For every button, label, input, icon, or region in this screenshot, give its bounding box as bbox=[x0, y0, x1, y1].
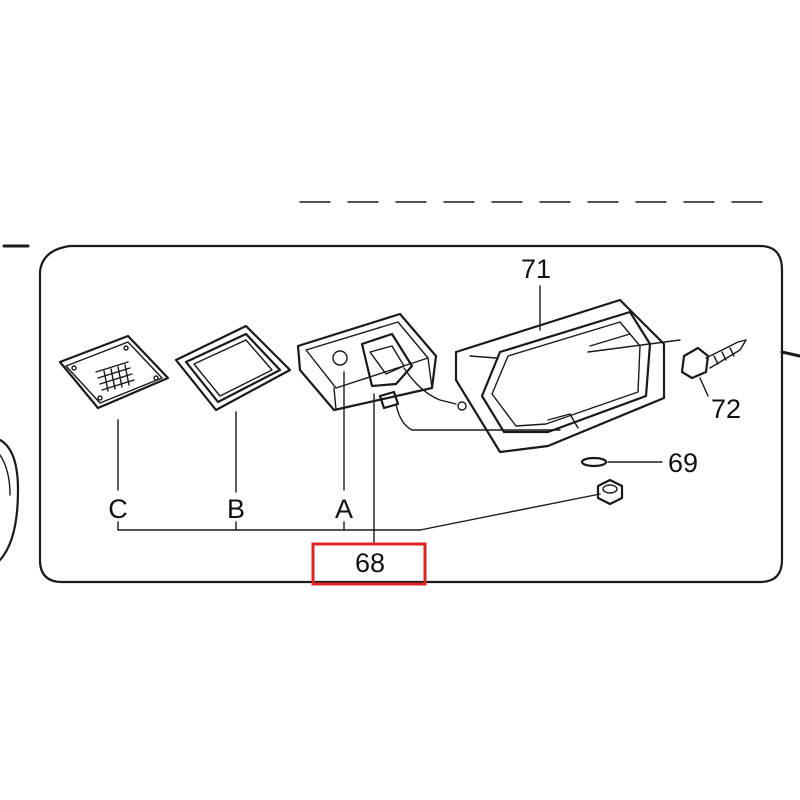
part-69-washer bbox=[580, 456, 663, 468]
screw-head bbox=[680, 346, 710, 380]
diagram-frame bbox=[2, 201, 800, 584]
part-71-housing bbox=[454, 285, 681, 454]
callout-a: A bbox=[335, 494, 353, 524]
callout-b: B bbox=[227, 494, 245, 524]
mounting-hole bbox=[332, 350, 348, 366]
callout-71: 71 bbox=[521, 254, 551, 284]
lamp-socket bbox=[360, 332, 414, 388]
part-68-lamp-assembly bbox=[296, 312, 561, 545]
callout-68: 68 bbox=[355, 548, 385, 578]
callout-72: 72 bbox=[711, 394, 741, 424]
callout-bus bbox=[117, 493, 601, 531]
part-c-lens bbox=[58, 334, 170, 491]
screw-shank bbox=[705, 339, 747, 369]
connector bbox=[378, 390, 400, 410]
lens-grid bbox=[95, 361, 135, 392]
highlight-box-68 bbox=[311, 542, 427, 586]
leader-72-arrow bbox=[587, 339, 681, 353]
wire-1 bbox=[403, 367, 457, 405]
part-b-gasket bbox=[174, 324, 292, 493]
leader-72 bbox=[699, 377, 709, 397]
part-72-screw bbox=[680, 339, 747, 397]
frame-edge-mark-right bbox=[780, 350, 800, 358]
callout-69: 69 bbox=[668, 448, 698, 478]
wire-2 bbox=[395, 403, 561, 431]
adjacent-part-fragment bbox=[0, 438, 20, 562]
callout-c: C bbox=[108, 494, 128, 524]
nut bbox=[596, 478, 624, 506]
